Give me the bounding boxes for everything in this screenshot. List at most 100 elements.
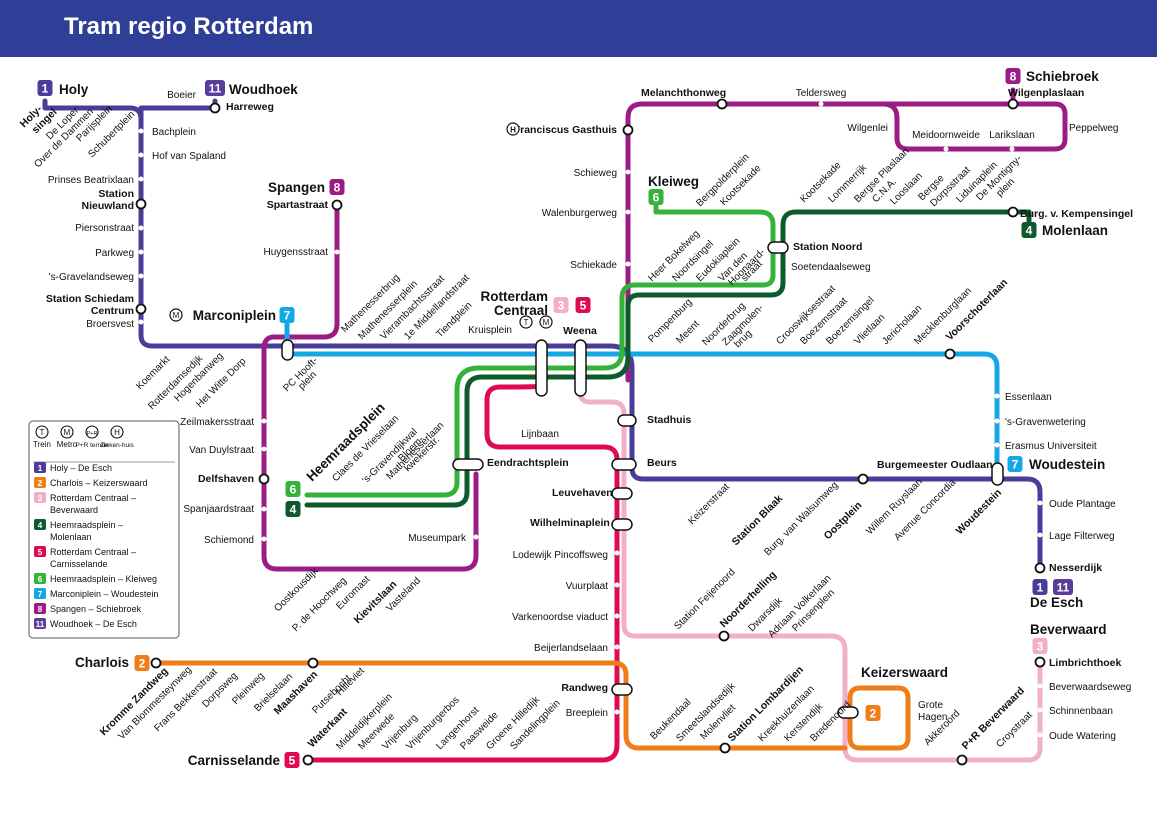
station-label: Hof van Spaland — [152, 151, 226, 162]
station-label: Wilgenplaslaan — [1008, 87, 1084, 99]
header-bar: Tram regio Rotterdam — [0, 0, 1157, 57]
line-7-route — [284, 319, 1000, 469]
hospital-icon: H — [506, 122, 520, 136]
terminal-label: Charlois — [75, 655, 129, 670]
station-label: Schiemond — [204, 535, 254, 546]
terminal-label: Schiebroek — [1026, 69, 1099, 84]
line-badge-5: 5 — [284, 752, 300, 768]
terminal-label: Keizerswaard — [861, 665, 948, 680]
station-label: Nieuwland — [81, 200, 134, 212]
terminal-label: Woudhoek — [229, 82, 298, 97]
station-label: Beverwaardseweg — [1049, 682, 1131, 693]
station-label: Melanchthonweg — [641, 87, 726, 99]
line-badge-6: 6 — [285, 481, 301, 497]
line-badge-2: 2 — [865, 705, 881, 721]
station-label: Limbrichthoek — [1049, 657, 1122, 669]
station-label: Eendrachtsplein — [487, 457, 569, 469]
svg-text:6: 6 — [38, 575, 43, 584]
major-stations — [135, 98, 1046, 766]
svg-text:6: 6 — [290, 483, 297, 497]
station-label: Schieweg — [574, 168, 617, 179]
station-label: Meidoornweide — [912, 130, 980, 141]
station-label: Teldersweg — [796, 88, 847, 99]
station-label: Oude Watering — [1049, 731, 1116, 742]
line-badge-11: 11 — [1053, 579, 1073, 595]
svg-text:11: 11 — [209, 82, 222, 96]
station-label: Harreweg — [226, 101, 274, 113]
station-label: Piersonstraat — [75, 223, 134, 234]
station-label: Broersvest — [86, 319, 134, 330]
line-badge-3: 3 — [1032, 638, 1048, 654]
svg-text:3: 3 — [1037, 640, 1044, 654]
svg-text:8: 8 — [334, 181, 341, 195]
station-label: Avenue Concordia — [892, 477, 958, 543]
station-label: Randweg — [561, 682, 608, 694]
terminal-label: Kleiweg — [648, 174, 699, 189]
line-badge-4: 4 — [285, 501, 301, 517]
station-label: Van Duylstraat — [189, 445, 254, 456]
svg-text:3: 3 — [38, 494, 43, 503]
station-label: Woudestein — [954, 487, 1004, 537]
svg-text:Trein: Trein — [33, 440, 51, 449]
terminal-label: Centraal — [494, 303, 548, 318]
station-label: Leuvehaven — [552, 487, 613, 499]
line-badge-6: 6 — [648, 189, 664, 205]
station-label: Weena — [563, 325, 597, 337]
svg-text:Heemraadsplein – Kleiweg: Heemraadsplein – Kleiweg — [50, 574, 157, 584]
svg-text:Spangen – Schiebroek: Spangen – Schiebroek — [50, 604, 142, 614]
terminal-label: Marconiplein — [193, 308, 276, 323]
legend-item-line-8: 8 Spangen – Schiebroek — [34, 603, 142, 614]
station-label: Wilhelminaplein — [530, 517, 610, 529]
line-6-route — [304, 203, 776, 498]
svg-text:T: T — [524, 318, 529, 327]
svg-text:1: 1 — [1037, 581, 1044, 595]
junction-markers — [281, 241, 1004, 719]
station-label: Spartastraat — [267, 199, 329, 211]
terminal-label: Beverwaard — [1030, 622, 1107, 637]
line-3-route — [577, 343, 1043, 763]
terminal-label: Holy — [59, 82, 89, 97]
svg-text:Carnisselande: Carnisselande — [50, 559, 108, 569]
station-label: Meent — [674, 319, 702, 347]
svg-text:2: 2 — [38, 479, 43, 488]
svg-text:4: 4 — [38, 521, 43, 530]
station-label: Hagen — [918, 712, 947, 723]
metro-icon: M — [539, 315, 553, 329]
station-label: Erasmus Universiteit — [1005, 441, 1097, 452]
station-label: Burgemeester Oudlaan — [877, 459, 993, 471]
station-label: Breeplein — [566, 708, 608, 719]
svg-text:M: M — [543, 318, 550, 327]
terminal-label: Woudestein — [1029, 457, 1105, 472]
svg-text:7: 7 — [284, 309, 291, 323]
station-label: Kruisplein — [468, 325, 512, 336]
svg-text:Beverwaard: Beverwaard — [50, 505, 98, 515]
svg-text:2: 2 — [139, 657, 146, 671]
svg-text:M: M — [173, 311, 180, 320]
svg-text:8: 8 — [1010, 70, 1017, 84]
line-badge-2: 2 — [134, 655, 150, 671]
svg-text:5: 5 — [38, 548, 43, 557]
station-label: Beijerlandselaan — [534, 643, 608, 654]
svg-text:5: 5 — [580, 299, 587, 313]
svg-text:H: H — [114, 428, 120, 437]
svg-text:4: 4 — [290, 503, 297, 517]
line-badge-1: 1 — [1032, 579, 1048, 595]
station-label: Wilgenlei — [847, 123, 888, 134]
station-label: Keizerstraat — [686, 481, 732, 527]
line-badge-1: 1 — [37, 80, 53, 96]
svg-text:8: 8 — [38, 605, 43, 614]
station-label: Delfshaven — [198, 473, 254, 485]
station-label: Burg. van Walsumweg — [762, 480, 840, 558]
svg-text:P+R: P+R — [87, 431, 98, 437]
terminal-label: Carnisselande — [188, 753, 281, 768]
